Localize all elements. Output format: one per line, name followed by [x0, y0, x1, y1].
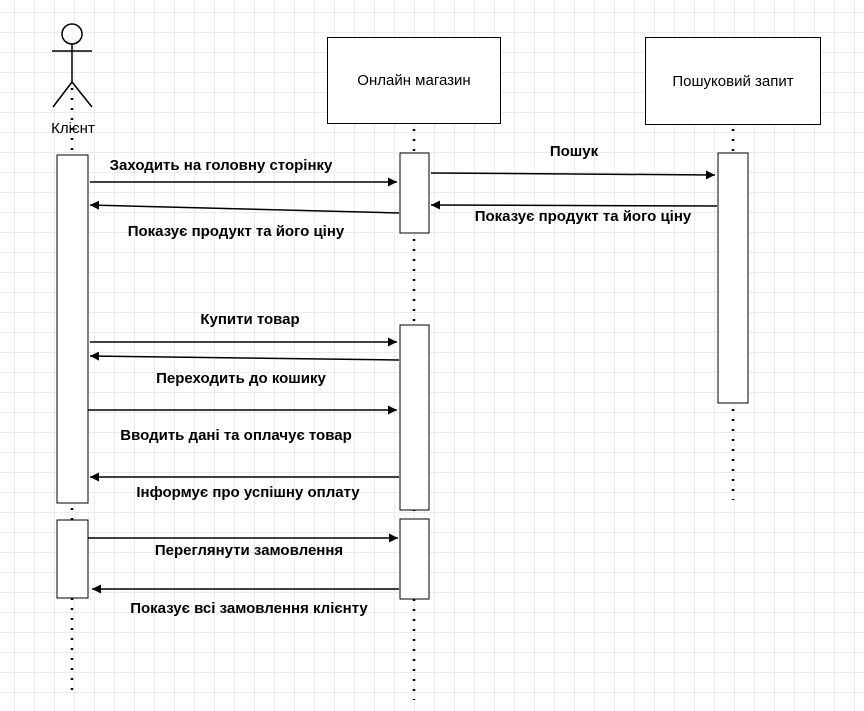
shop-activation-2 — [399, 324, 430, 511]
actor-figure — [52, 23, 93, 108]
shop-activation-3 — [399, 518, 430, 600]
message-label-buy: Купити товар — [200, 311, 300, 328]
search-lifeline-header: Пошуковий запит — [645, 37, 821, 125]
message-label-enter-home: Заходить на головну сторінку — [109, 157, 333, 174]
actor-activation-1 — [56, 154, 89, 504]
message-label-show-product-search: Показує продукт та його ціну — [474, 208, 692, 225]
search-lifeline-label: Пошуковий запит — [672, 72, 794, 90]
actor-label: Клієнт — [51, 120, 95, 137]
message-label-show-product-client: Показує продукт та його ціну — [127, 223, 345, 240]
shop-activation-1 — [399, 152, 430, 234]
shop-lifeline-label: Онлайн магазин — [357, 72, 471, 89]
search-activation — [717, 152, 749, 404]
actor-activation-2 — [56, 519, 89, 599]
message-label-enter-pay: Вводить дані та оплачує товар — [120, 427, 352, 444]
message-arrow — [89, 200, 400, 214]
shop-lifeline-header: Онлайн магазин — [327, 37, 501, 124]
message-label-go-to-cart: Переходить до кошику — [156, 370, 326, 387]
message-label-show-orders: Показує всі замовлення клієнту — [130, 600, 368, 617]
message-label-search: Пошук — [549, 143, 599, 160]
message-label-payment-success: Інформує про успішну оплату — [136, 484, 360, 501]
message-arrow — [89, 351, 400, 361]
message-label-view-orders: Переглянути замовлення — [154, 542, 344, 559]
message-arrow — [430, 200, 718, 210]
message-arrow — [430, 170, 716, 180]
